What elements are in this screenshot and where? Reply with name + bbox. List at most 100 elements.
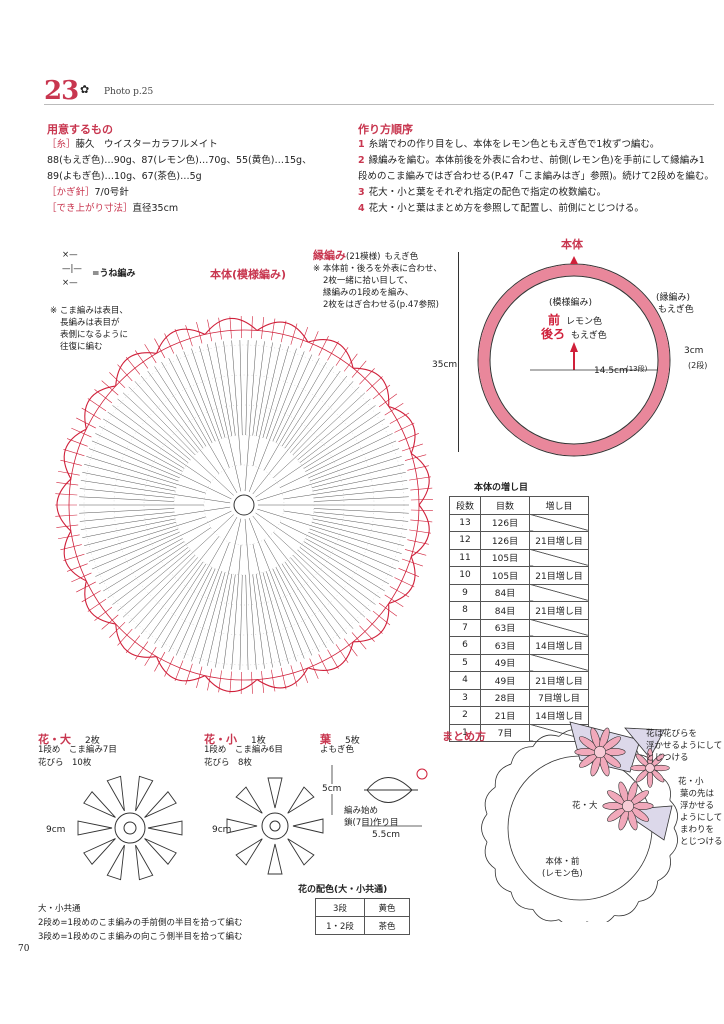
size-line: ［でき上がり寸法］直径35cm bbox=[47, 203, 179, 214]
body-diagram-title: 本体 bbox=[561, 238, 583, 251]
center-arrow-icon bbox=[570, 342, 578, 352]
assembly-leaf-note: 葉の先は 浮かせる ようにして まわりを とじつける bbox=[680, 789, 723, 847]
border-scallops bbox=[55, 316, 433, 694]
leaf-start-2: 鎖(7目)作り目 bbox=[344, 818, 399, 828]
leaf-start-1: 編み始め bbox=[344, 806, 379, 816]
assembly-front-label: 本体・前 (レモン色) bbox=[542, 857, 583, 879]
stitch-legend-symbols: ×——|—×— bbox=[62, 250, 82, 288]
flower-large-chart bbox=[77, 775, 183, 881]
border-width: 3cm bbox=[684, 346, 704, 356]
petal bbox=[287, 838, 315, 866]
petal bbox=[235, 786, 263, 814]
scallop bbox=[307, 338, 354, 369]
petal bbox=[267, 843, 283, 875]
petal bbox=[83, 838, 116, 865]
leaf-color: よもぎ色 bbox=[320, 745, 355, 755]
pattern-label: (模様編み) bbox=[549, 298, 593, 308]
main-chart-title: 本体(模様編み) bbox=[210, 268, 287, 281]
flower-icon: ✿ bbox=[80, 83, 90, 96]
center-ring bbox=[233, 494, 255, 516]
petal bbox=[144, 838, 177, 865]
color-table-title: 花の配色(大・小共通) bbox=[298, 885, 388, 895]
leaf-width: 5.5cm bbox=[372, 830, 401, 840]
assembly-float-note: 花は花びらを 浮かせるようにして とじつける bbox=[646, 729, 723, 763]
table-header-row: 段数 目数 増し目 bbox=[449, 496, 589, 515]
materials-title: 用意するもの bbox=[47, 123, 113, 136]
petal bbox=[135, 844, 154, 881]
petal bbox=[83, 791, 116, 818]
pattern-number: 23 bbox=[44, 76, 79, 106]
leaf-height: 5cm bbox=[322, 784, 342, 794]
petal bbox=[106, 844, 125, 881]
yarn-line-2: 88(もえぎ色)…90g、87(レモン色)…70g、55(黄色)…15g、 bbox=[47, 155, 312, 166]
inner-ring-edge bbox=[489, 275, 659, 445]
border-color: もえぎ色 bbox=[658, 305, 694, 315]
flower-small-row1: 1段め こま編み6目 bbox=[204, 745, 283, 755]
petal bbox=[77, 820, 113, 836]
legend-notes: ※ こま編みは表目、 長編みは表目が 表側になるように 往復に編む bbox=[50, 306, 129, 352]
table-row: 1・2段茶色 bbox=[315, 916, 410, 935]
border-label: (縁編み) bbox=[656, 293, 691, 303]
border-rows: (2段) bbox=[688, 361, 708, 370]
table-row: 3段黄色 bbox=[315, 898, 410, 917]
petal bbox=[292, 818, 324, 834]
border-notes: ※ 本体前・後ろを外表に合わせ、 2枚一緒に拾い目して、 縁編みの1段めを編み、… bbox=[313, 264, 442, 310]
petal bbox=[106, 775, 125, 812]
pink-border-ring bbox=[478, 264, 670, 456]
page-number: 70 bbox=[18, 944, 30, 954]
common-notes: 大・小共通 2段め=1段めのこま編みの手前側の半目を拾って編む 3段め=1段めの… bbox=[38, 904, 243, 942]
border-title: 縁編み(21模様)もえぎ色 bbox=[313, 249, 419, 262]
radius-rows: (13段) bbox=[626, 365, 648, 373]
petal bbox=[144, 791, 177, 818]
petal bbox=[287, 786, 315, 814]
step-2-cont: 段めのこま編みではぎ合わせる(P.47「こま編みはぎ」参照)。続けて2段めを編む… bbox=[358, 171, 714, 182]
chart-spokes bbox=[79, 340, 409, 670]
petal bbox=[267, 777, 283, 809]
leaf-chart bbox=[331, 765, 428, 827]
petal bbox=[135, 775, 154, 812]
color-table: 3段黄色 1・2段茶色 bbox=[315, 898, 410, 935]
flower-small-row2: 花びら 8枚 bbox=[204, 758, 252, 768]
yarn-line-3: 89(よもぎ色)…10g、67(茶色)…5g bbox=[47, 171, 202, 182]
assembly-diagram bbox=[481, 721, 678, 922]
body-ring-diagram bbox=[477, 256, 671, 457]
back-label: 後ろもえぎ色 bbox=[541, 327, 607, 341]
flower-small-chart bbox=[226, 777, 324, 875]
increase-table-title: 本体の増し目 bbox=[474, 483, 529, 493]
assembly-title: まとめ方 bbox=[442, 730, 486, 743]
flower-large-row1: 1段め こま編み7目 bbox=[38, 745, 117, 755]
petal bbox=[226, 818, 258, 834]
legend-label: =うね編み bbox=[92, 269, 136, 279]
hook-line: ［かぎ針］7/0号針 bbox=[47, 187, 129, 198]
header-divider bbox=[44, 104, 714, 105]
flower-small-size: 9cm bbox=[212, 825, 232, 835]
flower-large-size: 9cm bbox=[46, 825, 66, 835]
assembly-small-label: 花・小 bbox=[678, 777, 704, 787]
radius-label: 14.5cm bbox=[594, 366, 628, 376]
materials-section: 用意するもの ［糸］藤久 ウイスターカラフルメイト 88(もえぎ色)…90g、8… bbox=[47, 121, 312, 217]
photo-reference: Photo p.25 bbox=[104, 87, 154, 97]
front-label: 前レモン色 bbox=[548, 313, 603, 327]
assembly-large-label: 花・大 bbox=[572, 801, 598, 811]
flower-large-row2: 花びら 10枚 bbox=[38, 758, 92, 768]
yarn-line: ［糸］藤久 ウイスターカラフルメイト bbox=[47, 139, 218, 150]
diameter-label: 35cm bbox=[432, 360, 458, 370]
steps-title: 作り方順序 bbox=[358, 123, 413, 136]
